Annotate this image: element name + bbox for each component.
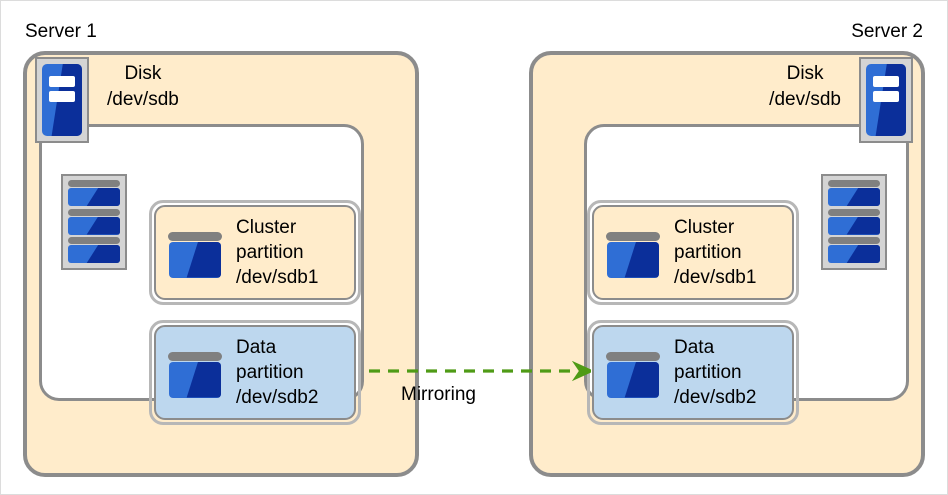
partition-inner: Data partition /dev/sdb2 xyxy=(592,325,794,420)
disk-unit-body xyxy=(828,245,880,263)
disk-stack-unit xyxy=(828,208,880,236)
mirroring-arrow-icon xyxy=(369,360,591,382)
partition-box-cluster-server-1: Cluster partition /dev/sdb1 xyxy=(149,200,361,305)
server-tower-icon xyxy=(859,57,913,143)
drive-cap xyxy=(606,231,660,241)
disk-stack-icon xyxy=(61,174,127,270)
disk-2-caption-line1: Disk xyxy=(786,63,824,84)
disk-stack-unit xyxy=(68,237,120,264)
partition-label-line2: partition xyxy=(236,362,304,383)
disk-unit-body xyxy=(68,245,120,263)
partition-label-line3: /dev/sdb2 xyxy=(674,387,757,408)
server-tower-body xyxy=(42,64,82,136)
partition-label: Data partition /dev/sdb2 xyxy=(236,335,318,410)
partition-label: Cluster partition /dev/sdb1 xyxy=(236,215,318,290)
disk-unit-cap xyxy=(828,208,880,216)
disk-unit-body xyxy=(828,216,880,235)
disk-stack-unit xyxy=(68,180,120,207)
server-2-label: Server 2 xyxy=(851,21,923,42)
mirroring-label: Mirroring xyxy=(401,384,476,405)
disk-stack-unit xyxy=(68,208,120,236)
partition-label-line1: Cluster xyxy=(236,217,297,238)
disk-1-caption-line1: Disk xyxy=(124,63,162,84)
disk-1-caption: Disk /dev/sdb xyxy=(107,61,179,113)
server-slot-1 xyxy=(49,76,75,88)
disk-unit-cap xyxy=(828,237,880,244)
partition-inner: Cluster partition /dev/sdb1 xyxy=(154,205,356,300)
disk-2-caption-line2: /dev/sdb xyxy=(769,89,841,110)
disk-unit-cap xyxy=(68,208,120,216)
disk-stack-unit xyxy=(828,237,880,264)
partition-label-line3: /dev/sdb1 xyxy=(236,267,319,288)
drive-cap xyxy=(168,231,222,241)
partition-label-line3: /dev/sdb2 xyxy=(236,387,319,408)
partition-inner: Cluster partition /dev/sdb1 xyxy=(592,205,794,300)
disk-unit-cap xyxy=(828,180,880,187)
server-1-label: Server 1 xyxy=(25,21,97,42)
drive-body xyxy=(169,241,221,278)
server-slot-2 xyxy=(49,91,75,103)
drive-body xyxy=(607,241,659,278)
server-slot-1 xyxy=(873,76,899,88)
disk-2-caption: Disk /dev/sdb xyxy=(769,61,841,113)
partition-drive-icon xyxy=(604,344,662,402)
partition-drive-icon xyxy=(166,224,224,282)
partition-label-line1: Data xyxy=(236,337,277,358)
partition-label-line2: partition xyxy=(674,362,742,383)
drive-cap xyxy=(606,351,660,361)
partition-box-cluster-server-2: Cluster partition /dev/sdb1 xyxy=(587,200,799,305)
partition-box-data-server-2: Data partition /dev/sdb2 xyxy=(587,320,799,425)
disk-stack-icon xyxy=(821,174,887,270)
disk-unit-body xyxy=(828,188,880,206)
server-tower-icon xyxy=(35,57,89,143)
partition-label-line1: Data xyxy=(674,337,715,358)
drive-cap xyxy=(168,351,222,361)
partition-label-line2: partition xyxy=(236,242,304,263)
partition-label: Cluster partition /dev/sdb1 xyxy=(674,215,756,290)
drive-body xyxy=(607,361,659,398)
partition-label-line2: partition xyxy=(674,242,742,263)
partition-drive-icon xyxy=(166,344,224,402)
partition-inner: Data partition /dev/sdb2 xyxy=(154,325,356,420)
partition-label: Data partition /dev/sdb2 xyxy=(674,335,756,410)
partition-label-line3: /dev/sdb1 xyxy=(674,267,757,288)
disk-unit-cap xyxy=(68,180,120,187)
disk-unit-cap xyxy=(68,237,120,244)
disk-stack-unit xyxy=(828,180,880,207)
disk-unit-body xyxy=(68,216,120,235)
partition-drive-icon xyxy=(604,224,662,282)
partition-box-data-server-1: Data partition /dev/sdb2 xyxy=(149,320,361,425)
server-slot-2 xyxy=(873,91,899,103)
drive-body xyxy=(169,361,221,398)
disk-unit-body xyxy=(68,188,120,206)
server-tower-body xyxy=(866,64,906,136)
disk-1-caption-line2: /dev/sdb xyxy=(107,89,179,110)
partition-label-line1: Cluster xyxy=(674,217,735,238)
